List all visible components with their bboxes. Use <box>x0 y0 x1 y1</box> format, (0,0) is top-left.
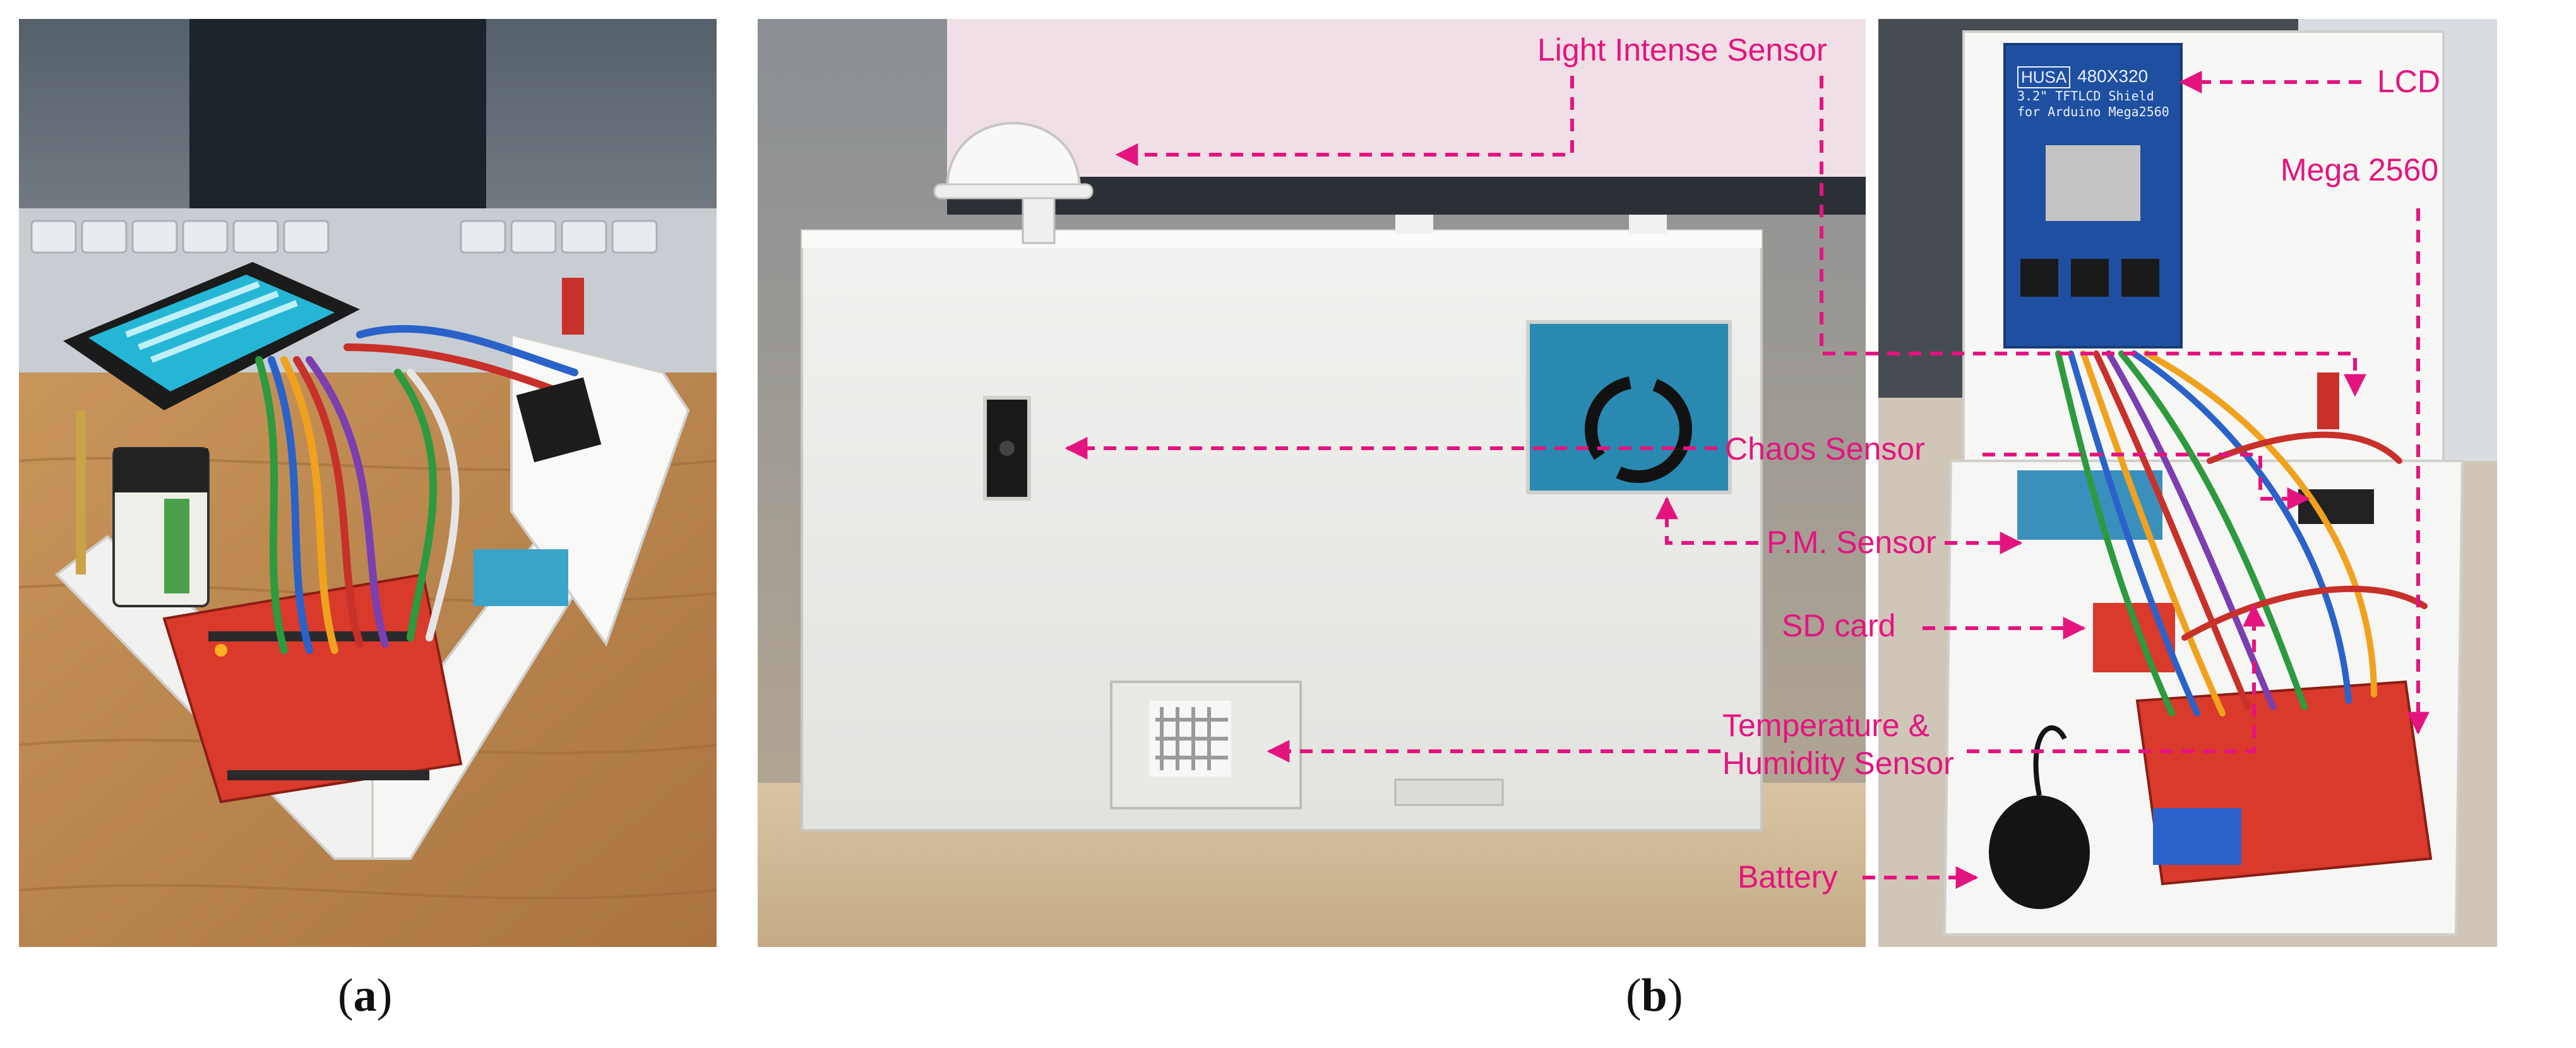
lcd-brand-text: HUSA <box>2017 66 2071 88</box>
caption-letter-b: b <box>1641 970 1667 1021</box>
label-pm-sensor: P.M. Sensor <box>1767 525 1936 560</box>
photo-panel-b <box>758 19 2497 947</box>
label-light-intense-sensor: Light Intense Sensor <box>1537 32 1827 68</box>
lcd-resolution-text: 480X320 <box>2077 66 2149 86</box>
label-lcd: LCD <box>2377 64 2441 99</box>
caption-a: (a) <box>338 970 393 1021</box>
caption-b: (b) <box>1626 970 1683 1021</box>
caption-letter-a: a <box>353 970 377 1021</box>
label-mega-2560: Mega 2560 <box>2281 152 2439 188</box>
lcd-shield-text: 3.2" TFTLCD Shield <box>2017 88 2154 104</box>
label-battery: Battery <box>1738 859 1838 895</box>
label-temperature: Temperature & <box>1722 708 1929 743</box>
device-photo-b <box>758 19 2497 947</box>
device-photo-a <box>19 19 717 947</box>
label-chaos-sensor: Chaos Sensor <box>1725 431 1925 467</box>
photo-panel-a <box>19 19 717 947</box>
label-sd-card: SD card <box>1782 608 1896 643</box>
lcd-arduino-text: for Arduino Mega2560 <box>2017 104 2169 119</box>
label-humidity-sensor: Humidity Sensor <box>1722 746 1954 781</box>
